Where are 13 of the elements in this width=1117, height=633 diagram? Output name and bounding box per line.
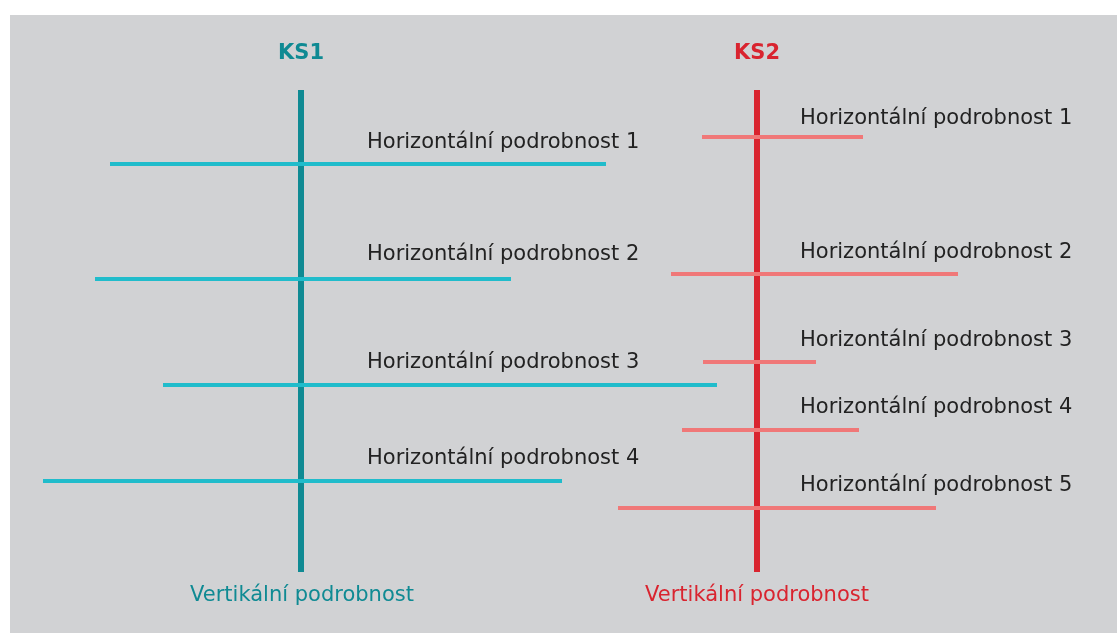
line-label: Horizontální podrobnost 4 bbox=[367, 445, 640, 469]
line-label: Horizontální podrobnost 4 bbox=[800, 394, 1073, 418]
axis-caption: Vertikální podrobnost bbox=[190, 582, 414, 606]
column-heading: KS1 bbox=[278, 40, 324, 64]
axis-caption: Vertikální podrobnost bbox=[645, 582, 869, 606]
line-label: Horizontální podrobnost 1 bbox=[800, 105, 1073, 129]
line-label: Horizontální podrobnost 2 bbox=[367, 241, 640, 265]
line-label: Horizontální podrobnost 3 bbox=[367, 349, 640, 373]
line-label: Horizontální podrobnost 2 bbox=[800, 239, 1073, 263]
line-label: Horizontální podrobnost 1 bbox=[367, 129, 640, 153]
column-heading: KS2 bbox=[734, 40, 780, 64]
line-label: Horizontální podrobnost 5 bbox=[800, 472, 1073, 496]
line-label: Horizontální podrobnost 3 bbox=[800, 327, 1073, 351]
